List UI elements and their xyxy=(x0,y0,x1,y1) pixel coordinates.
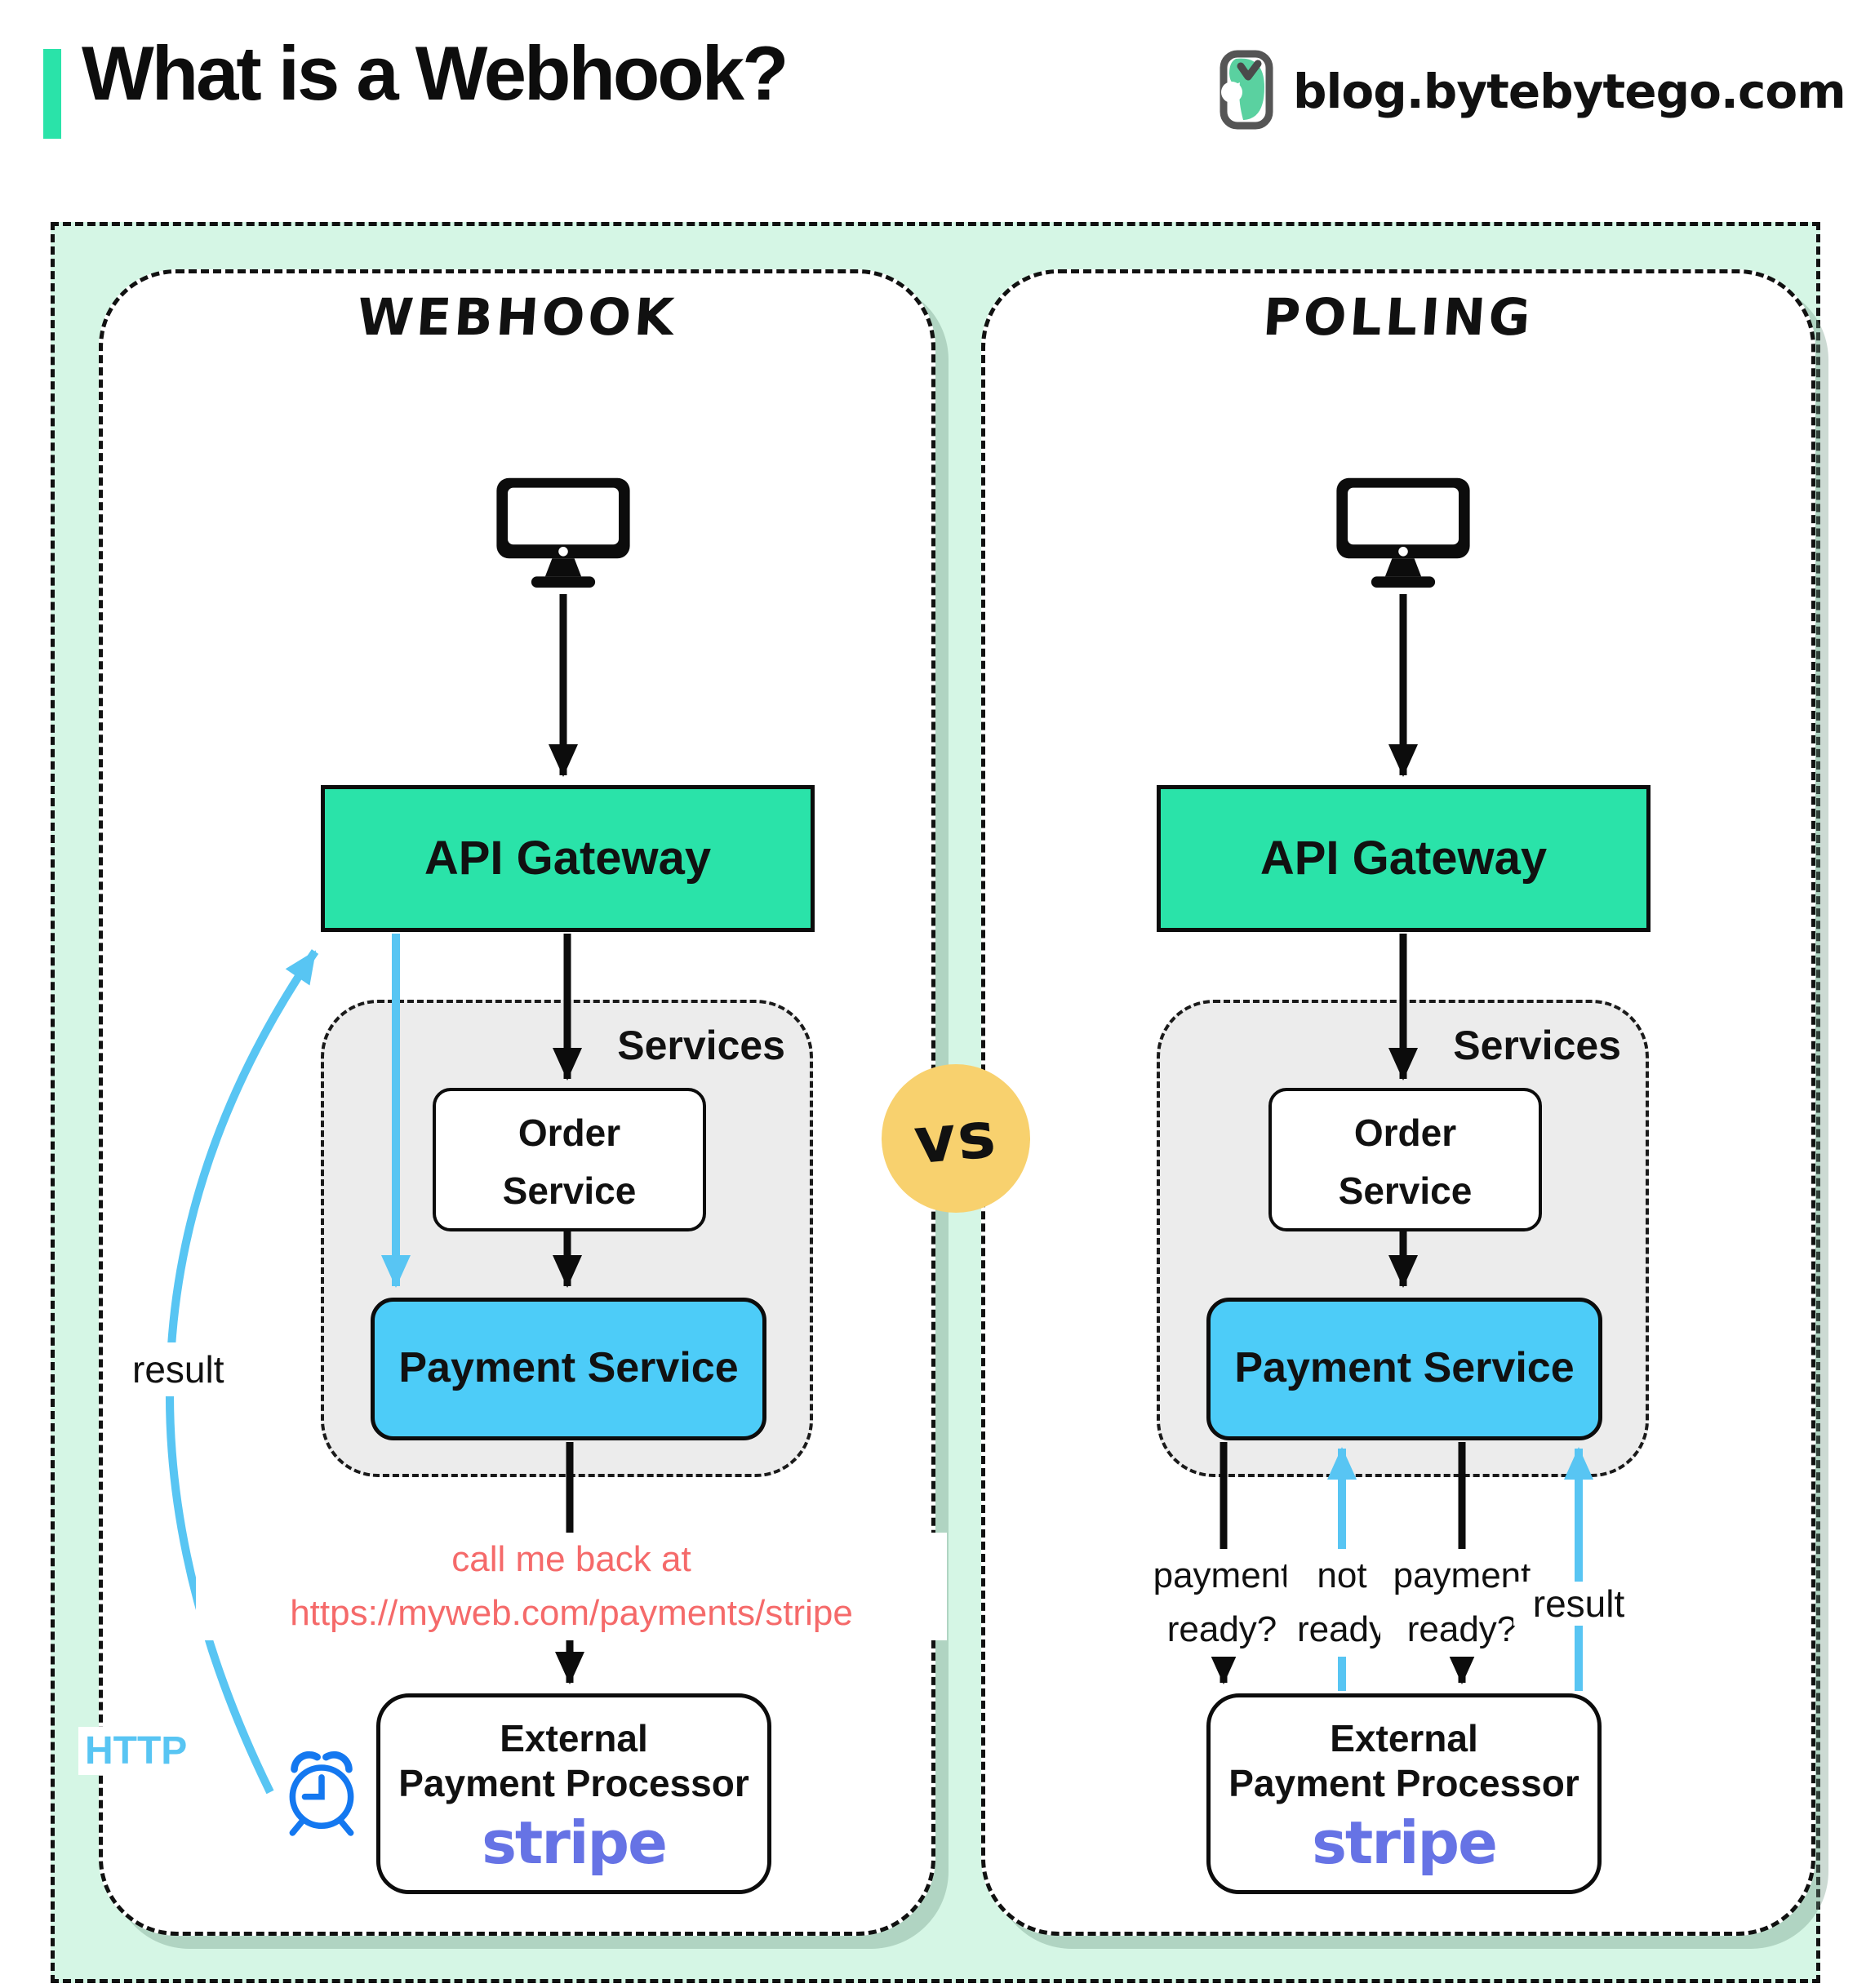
processor-label-line2: Payment Processor xyxy=(1228,1762,1579,1805)
webhook-external-processor-node: External Payment Processor stripe xyxy=(376,1693,771,1894)
title-accent-bar xyxy=(43,49,61,139)
site-badge: blog.bytebytego.com xyxy=(1218,42,1846,140)
callback-url-note: call me back at https://myweb.com/paymen… xyxy=(196,1533,947,1640)
polling-panel-title: Polling xyxy=(1260,287,1536,347)
stripe-logo: stripe xyxy=(1312,1808,1498,1878)
page-title: What is a Webhook? xyxy=(82,30,789,116)
vs-label: vs xyxy=(911,1098,1001,1179)
alarm-clock-icon xyxy=(278,1742,366,1842)
bytebytego-logo-icon xyxy=(1218,48,1275,135)
webhook-api-gateway-node: API Gateway xyxy=(321,785,815,932)
webhook-result-label: result xyxy=(121,1342,236,1396)
polling-order-service-node: Order Service xyxy=(1268,1088,1542,1231)
client-monitor-icon xyxy=(494,475,633,593)
polling-payment-service-node: Payment Service xyxy=(1206,1298,1602,1440)
processor-label-line1: External xyxy=(1330,1717,1478,1760)
webhook-services-label: Services xyxy=(617,1023,785,1068)
stripe-logo: stripe xyxy=(482,1808,668,1878)
webhook-order-service-node: Order Service xyxy=(433,1088,706,1231)
client-monitor-icon xyxy=(1334,475,1473,593)
http-label: HTTP xyxy=(78,1727,194,1775)
vs-badge: vs xyxy=(882,1064,1030,1213)
polling-external-processor-node: External Payment Processor stripe xyxy=(1206,1693,1602,1894)
webhook-payment-service-node: Payment Service xyxy=(371,1298,766,1440)
processor-label-line2: Payment Processor xyxy=(398,1762,749,1805)
polling-api-gateway-node: API Gateway xyxy=(1157,785,1651,932)
processor-label-line1: External xyxy=(500,1717,648,1760)
site-url-label: blog.bytebytego.com xyxy=(1293,64,1846,119)
polling-request1-label: payment ready? xyxy=(1140,1549,1304,1657)
polling-services-label: Services xyxy=(1453,1023,1621,1068)
webhook-panel-title: Webhook xyxy=(355,287,679,347)
polling-result-label: result xyxy=(1513,1582,1644,1626)
